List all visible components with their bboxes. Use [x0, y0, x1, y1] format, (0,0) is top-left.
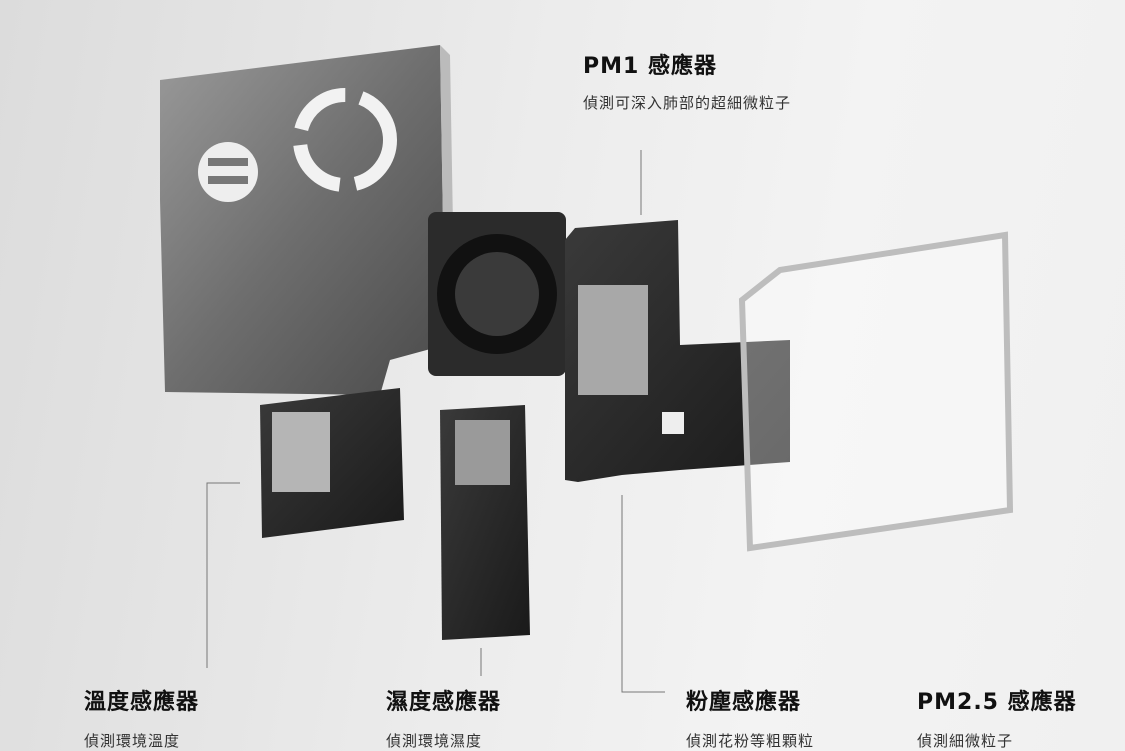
humidity-sensor-board — [440, 405, 530, 640]
label-pm1-sensor: PM1 感應器 偵測可深入肺部的超細微粒子 — [583, 48, 791, 113]
label-humidity-sensor: 濕度感應器 偵測環境濕度 — [386, 684, 501, 751]
label-subtitle: 偵測環境溫度 — [84, 732, 181, 750]
label-title: 溫度感應器 — [84, 690, 200, 715]
label-subtitle: 偵測可深入肺部的超細微粒子 — [583, 94, 792, 112]
temperature-sensor-board — [260, 388, 404, 538]
label-title: 濕度感應器 — [386, 690, 502, 715]
label-subtitle: 偵測花粉等粗顆粒 — [686, 732, 815, 750]
label-subtitle: 偵測細微粒子 — [917, 732, 1014, 750]
label-title: PM1 感應器 — [583, 54, 717, 79]
label-title: PM2.5 感應器 — [917, 690, 1077, 715]
label-subtitle: 偵測環境濕度 — [386, 732, 483, 750]
label-title: 粉塵感應器 — [686, 690, 802, 715]
label-pm25-sensor: PM2.5 感應器 偵測細微粒子 — [917, 684, 1077, 751]
metal-shell — [160, 45, 455, 395]
leader-line-dust — [621, 495, 665, 693]
fan — [428, 212, 566, 376]
label-temperature-sensor: 溫度感應器 偵測環境溫度 — [84, 684, 199, 751]
label-dust-sensor: 粉塵感應器 偵測花粉等粗顆粒 — [686, 684, 814, 751]
main-pcb — [565, 220, 790, 482]
leader-line-temperature — [206, 482, 240, 668]
transparent-frame — [738, 231, 1014, 552]
